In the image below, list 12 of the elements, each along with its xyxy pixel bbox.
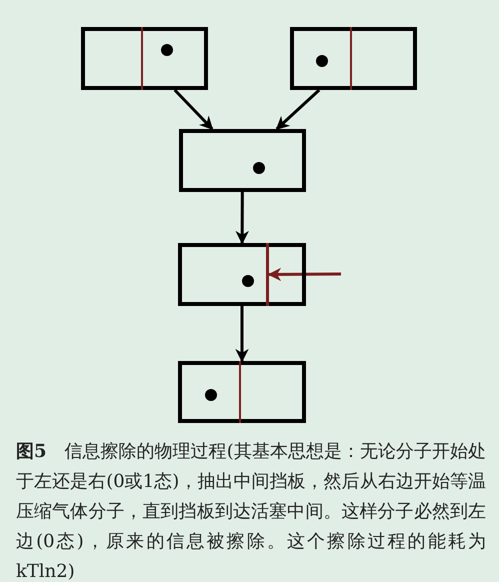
arrow: [235, 192, 249, 244]
container-box: [179, 129, 306, 192]
container-box: [81, 27, 208, 90]
container-box: [290, 27, 417, 90]
arrow: [268, 268, 342, 282]
container-box: [178, 361, 306, 423]
piston-line: [266, 243, 269, 306]
figure-caption: 图5 信息擦除的物理过程(其基本思想是：无论分子开始处于左还是右(0或1态)，抽出中间挡板，然后从右边开始等温压缩气体分子，直到挡板到达活塞中间。这样分子必然到左边(0态)，原来的信息被擦除。这个擦除过程的能耗为kTln2): [16, 440, 486, 582]
container-box: [178, 243, 306, 306]
arrow: [174, 88, 214, 130]
arrow: [235, 306, 249, 362]
arrow: [276, 88, 320, 130]
